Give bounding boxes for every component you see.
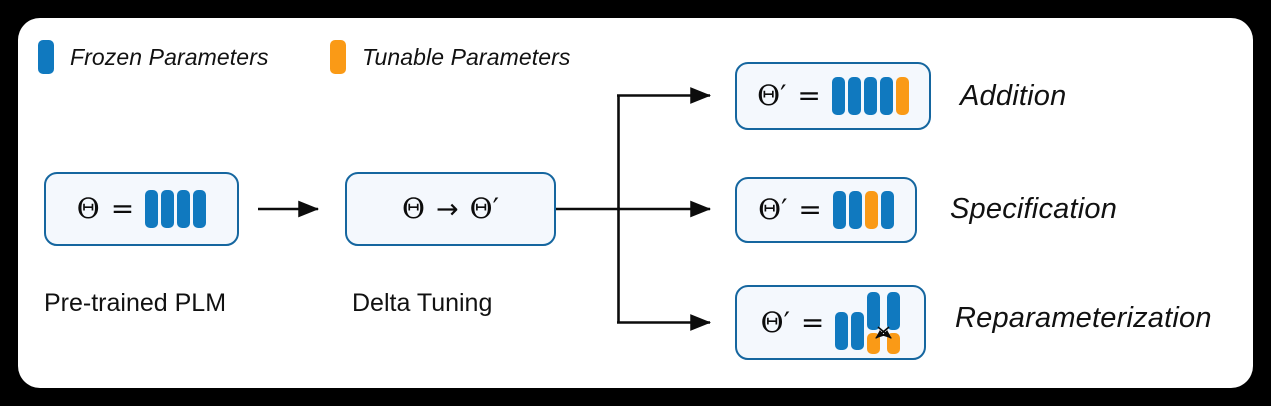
parameter-bar-frozen	[832, 191, 846, 229]
parameter-bar-frozen	[193, 190, 207, 228]
parameter-bar-frozen	[177, 190, 191, 228]
legend-item-frozen: Frozen Parameters	[38, 40, 269, 74]
addition-parameter-bars	[831, 77, 909, 115]
parameter-bar-frozen	[848, 191, 862, 229]
parameter-bar-frozen	[161, 190, 175, 228]
parameter-bar-frozen	[831, 77, 845, 115]
blue-bar-swatch-icon	[38, 40, 54, 74]
plm-theta-symbol: Θ	[76, 192, 100, 225]
plm-box: Θ =	[44, 172, 239, 246]
delta-theta-symbol: Θ	[402, 192, 426, 225]
addition-equals-symbol: =	[797, 79, 821, 112]
specification-equals-symbol: =	[798, 193, 822, 226]
reparameterization-theta-prime-symbol: Θ′	[760, 305, 790, 339]
addition-label: Addition	[960, 80, 1067, 112]
orange-bar-swatch-icon	[330, 40, 346, 74]
reparameterization-parameter-bars	[835, 291, 901, 354]
delta-theta-prime-symbol: Θ′	[469, 192, 499, 225]
plm-equals-symbol: =	[110, 192, 135, 225]
parameter-bar-frozen	[145, 190, 159, 228]
specification-theta-prime-symbol: Θ′	[758, 193, 788, 226]
parameter-bar-frozen	[879, 77, 893, 115]
parameter-bar-tunable	[864, 191, 878, 229]
reparameterization-equals-symbol: =	[800, 305, 825, 339]
delta-arrow-icon: →	[436, 193, 459, 225]
parameter-bar-frozen	[887, 291, 901, 330]
addition-box: Θ′ =	[735, 62, 931, 130]
parameter-bar-frozen	[851, 311, 865, 350]
parameter-bar-tunable	[895, 77, 909, 115]
specification-label: Specification	[950, 193, 1118, 225]
parameter-bar-frozen	[835, 311, 849, 350]
plm-caption: Pre-trained PLM	[44, 289, 227, 317]
plm-parameter-bars	[145, 190, 207, 228]
parameter-bar-frozen	[880, 191, 894, 229]
legend-label-frozen: Frozen Parameters	[70, 43, 269, 70]
legend-item-tunable: Tunable Parameters	[330, 40, 570, 74]
delta-tuning-caption: Delta Tuning	[352, 289, 493, 317]
reparameterization-box: Θ′ =	[735, 285, 926, 360]
specification-parameter-bars	[832, 191, 894, 229]
reparameterization-stack	[867, 291, 901, 354]
parameter-bar-frozen	[847, 77, 861, 115]
specification-box: Θ′ =	[735, 177, 917, 243]
crossing-arrows-icon	[875, 325, 893, 339]
parameter-bar-frozen	[863, 77, 877, 115]
delta-tuning-box: Θ → Θ′	[345, 172, 556, 246]
legend-label-tunable: Tunable Parameters	[362, 43, 571, 70]
parameter-bar-frozen	[867, 291, 881, 330]
addition-theta-prime-symbol: Θ′	[757, 79, 787, 112]
reparameterization-label: Reparameterization	[955, 302, 1212, 334]
